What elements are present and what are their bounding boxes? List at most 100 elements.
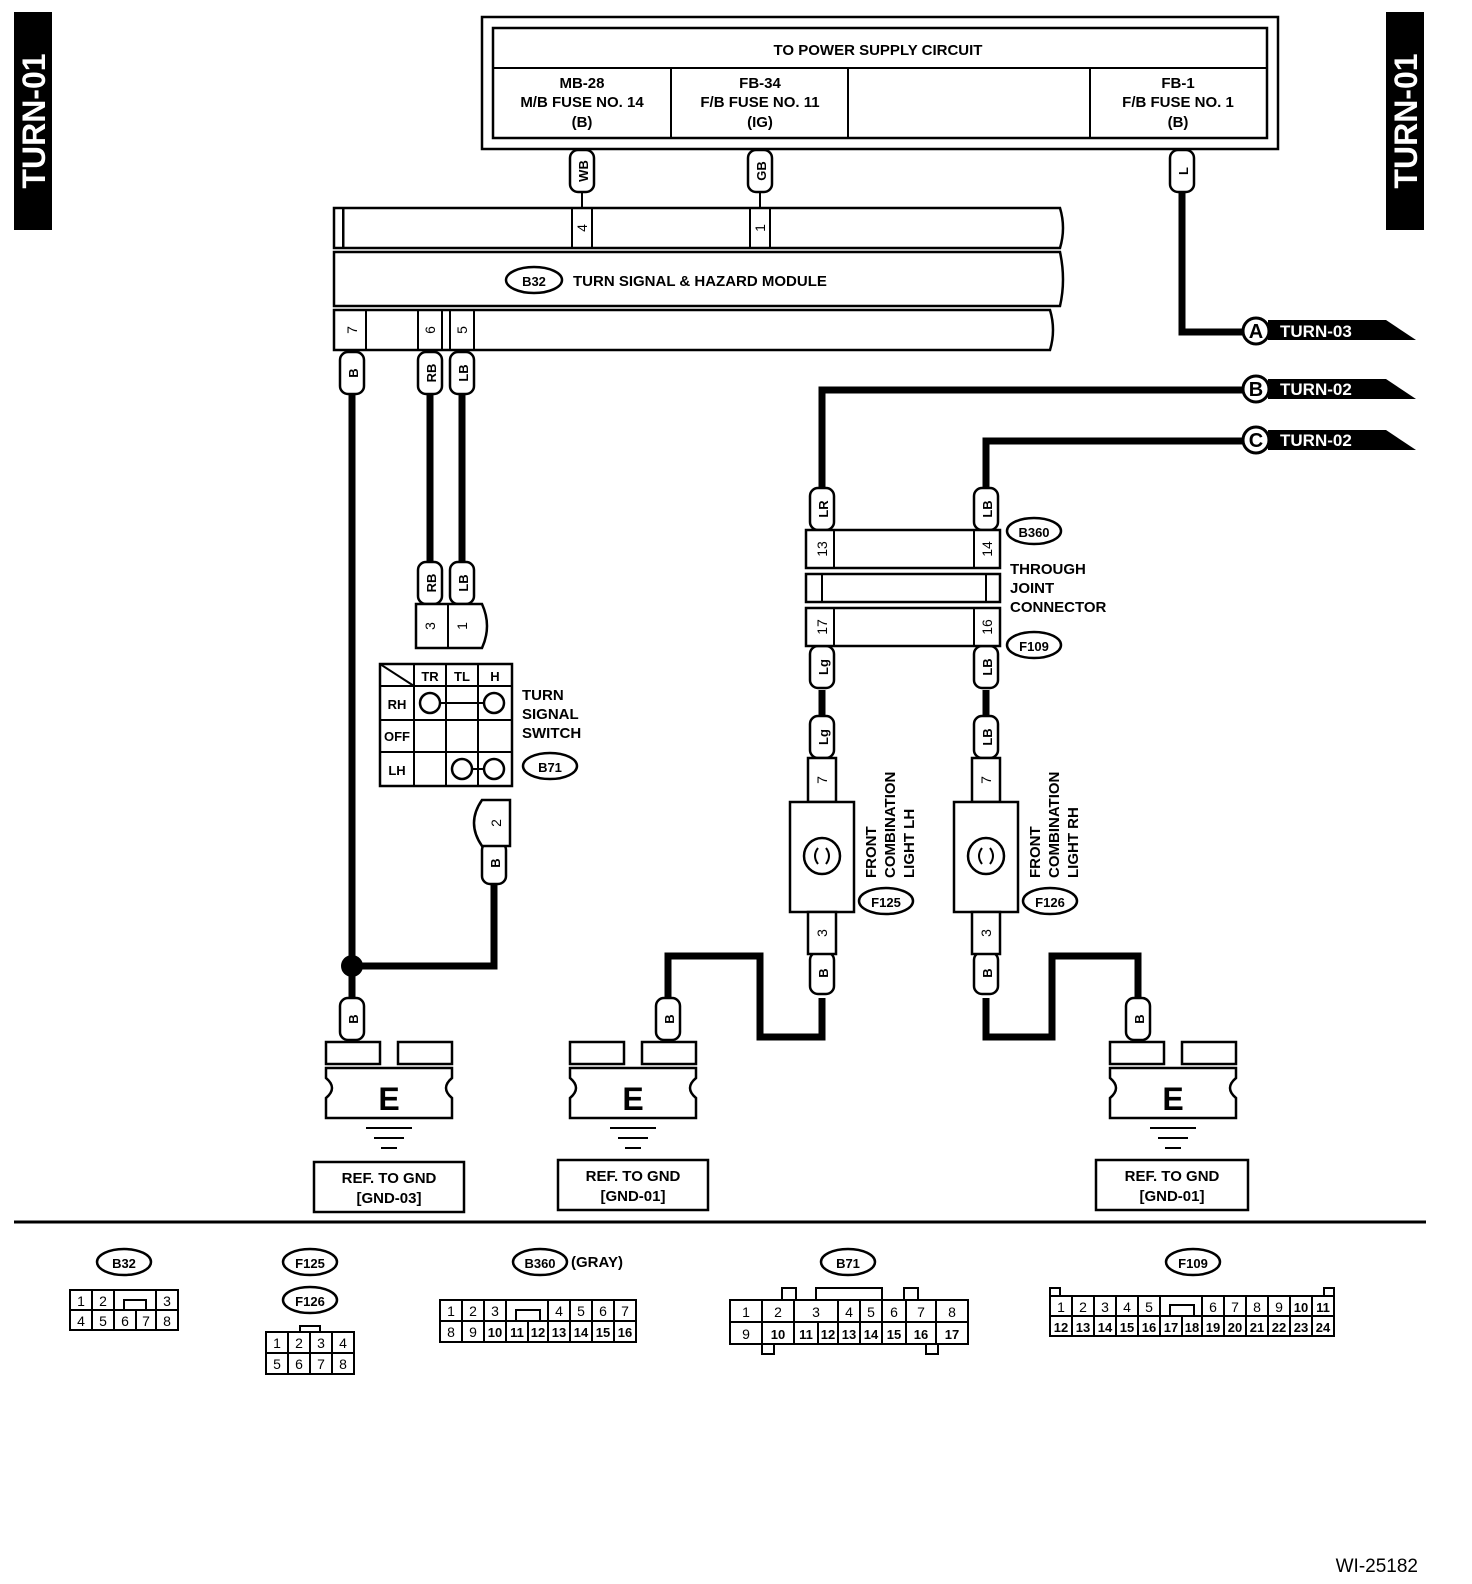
wire-label-lg-light: Lg	[808, 714, 836, 760]
wire-label-rb-switch: RB	[416, 560, 444, 606]
svg-text:8: 8	[339, 1356, 347, 1372]
joint-pin-17: 17	[814, 619, 830, 635]
svg-text:6: 6	[599, 1303, 607, 1319]
wire-label-b-switch: B	[480, 840, 508, 886]
svg-text:15: 15	[1120, 1320, 1134, 1335]
svg-text:10: 10	[1294, 1300, 1308, 1315]
svg-text:4: 4	[555, 1303, 563, 1319]
svg-text:23: 23	[1294, 1320, 1308, 1335]
svg-text:1: 1	[1057, 1299, 1065, 1315]
wire-label-b-lh: B	[808, 950, 836, 996]
wire-label-lb-switch: LB	[448, 560, 476, 606]
svg-text:15: 15	[887, 1327, 901, 1342]
ground-2-ref-line1: REF. TO GND	[586, 1168, 681, 1185]
light-lh-label-line2: COMBINATION	[882, 772, 899, 878]
svg-text:4: 4	[1123, 1299, 1131, 1315]
switch-label-line2: SIGNAL	[522, 706, 579, 723]
wire-label-lg-joint: Lg	[808, 644, 836, 690]
switch-connector-b71: B71	[538, 760, 562, 775]
svg-text:12: 12	[821, 1327, 835, 1342]
wire-label-lb-joint-top: LB	[972, 486, 1000, 532]
joint-connector-f109: F109	[1019, 639, 1049, 654]
fuse-fb34-line2: F/B FUSE NO. 11	[700, 94, 819, 111]
wire-label-b-rh: B	[972, 950, 1000, 996]
svg-text:2: 2	[469, 1303, 477, 1319]
svg-text:GB: GB	[754, 161, 769, 181]
connector-view-f109: F109 1 2 3 4 5 6 7 8 9 10 11 12 13 14 15…	[1049, 1247, 1335, 1337]
switch-col-h: H	[490, 669, 499, 684]
wire-label-gb: GB	[746, 148, 774, 194]
svg-text:13: 13	[552, 1325, 566, 1340]
fuse-mb28-line1: MB-28	[559, 75, 604, 92]
connector-view-b71-name: B71	[836, 1256, 860, 1271]
svg-text:9: 9	[742, 1326, 750, 1342]
wire-label-b-ground1: B	[338, 996, 366, 1042]
svg-text:8: 8	[163, 1313, 171, 1329]
switch-row-lh: LH	[388, 763, 405, 778]
turn-signal-hazard-module: 4 1 B32 TURN SIGNAL & HAZARD MODULE 7 6 …	[332, 206, 1065, 352]
svg-text:RB: RB	[424, 574, 439, 593]
connector-view-f125-name: F125	[295, 1256, 325, 1271]
wire-label-b-ground3: B	[1124, 996, 1152, 1042]
ground-1-symbol: E	[378, 1081, 399, 1117]
light-rh-pin-3: 3	[978, 929, 994, 937]
svg-text:14: 14	[864, 1327, 879, 1342]
module-name: TURN SIGNAL & HAZARD MODULE	[573, 273, 827, 290]
wires	[341, 149, 1245, 1041]
offpage-b-ref: TURN-02	[1280, 380, 1352, 399]
svg-text:B: B	[816, 968, 831, 977]
ground-3-ref-line2: [GND-01]	[1139, 1188, 1204, 1205]
connector-view-f125-f126: F125 F126 1 2 3 4 5 6 7 8	[265, 1247, 355, 1375]
power-supply-box: TO POWER SUPPLY CIRCUIT MB-28 M/B FUSE N…	[480, 15, 1280, 151]
switch-col-tl: TL	[454, 669, 470, 684]
svg-text:5: 5	[867, 1304, 875, 1320]
svg-text:6: 6	[121, 1313, 129, 1329]
svg-text:8: 8	[948, 1304, 956, 1320]
svg-text:LB: LB	[980, 658, 995, 675]
svg-text:7: 7	[917, 1304, 925, 1320]
joint-pin-13: 13	[814, 541, 830, 557]
switch-pin-1: 1	[454, 622, 470, 630]
svg-text:LB: LB	[456, 364, 471, 381]
svg-text:5: 5	[1145, 1299, 1153, 1315]
connector-view-f109-name: F109	[1178, 1256, 1208, 1271]
svg-text:11: 11	[799, 1327, 813, 1342]
svg-text:17: 17	[1164, 1320, 1178, 1335]
svg-text:10: 10	[488, 1325, 502, 1340]
switch-pin-2: 2	[488, 819, 504, 827]
svg-text:6: 6	[295, 1356, 303, 1372]
light-rh-label-line3: LIGHT RH	[1065, 807, 1082, 878]
ground-terminal-2: E REF. TO GND [GND-01]	[556, 1040, 710, 1212]
svg-text:21: 21	[1250, 1320, 1264, 1335]
light-rh-label-line1: FRONT	[1027, 826, 1044, 878]
svg-text:LB: LB	[456, 574, 471, 591]
svg-text:B: B	[662, 1014, 677, 1023]
svg-text:14: 14	[1098, 1320, 1113, 1335]
module-connector-b32: B32	[522, 274, 546, 289]
ground-1-ref-line2: [GND-03]	[356, 1190, 421, 1207]
svg-text:3: 3	[491, 1303, 499, 1319]
fuse-fb1-line1: FB-1	[1161, 75, 1194, 92]
offpage-c: C TURN-02	[1241, 425, 1416, 455]
svg-text:20: 20	[1228, 1320, 1242, 1335]
wire-label-b-ground2: B	[654, 996, 682, 1042]
ground-3-symbol: E	[1162, 1081, 1183, 1117]
fuse-fb1-line2: F/B FUSE NO. 1	[1122, 94, 1234, 111]
offpage-a-ref: TURN-03	[1280, 322, 1352, 341]
svg-text:6: 6	[890, 1304, 898, 1320]
svg-text:LB: LB	[980, 728, 995, 745]
joint-connector-b360: B360	[1018, 525, 1049, 540]
ground-terminal-3: E REF. TO GND [GND-01]	[1094, 1040, 1250, 1212]
module-pin-7: 7	[344, 326, 360, 334]
switch-label-line3: SWITCH	[522, 725, 581, 742]
svg-text:4: 4	[845, 1304, 853, 1320]
turn-signal-switch: 3 1 TR TL H RH OFF LH 2 TURN SIGNAL SWIT…	[378, 602, 581, 848]
side-label-left: TURN-01	[16, 53, 52, 188]
svg-text:2: 2	[99, 1293, 107, 1309]
svg-text:16: 16	[914, 1327, 928, 1342]
switch-col-tr: TR	[421, 669, 439, 684]
fuse-mb28-line2: M/B FUSE NO. 14	[520, 94, 644, 111]
svg-text:5: 5	[99, 1313, 107, 1329]
light-lh-pin-7: 7	[814, 776, 830, 784]
fuse-fb34-line1: FB-34	[739, 75, 781, 92]
